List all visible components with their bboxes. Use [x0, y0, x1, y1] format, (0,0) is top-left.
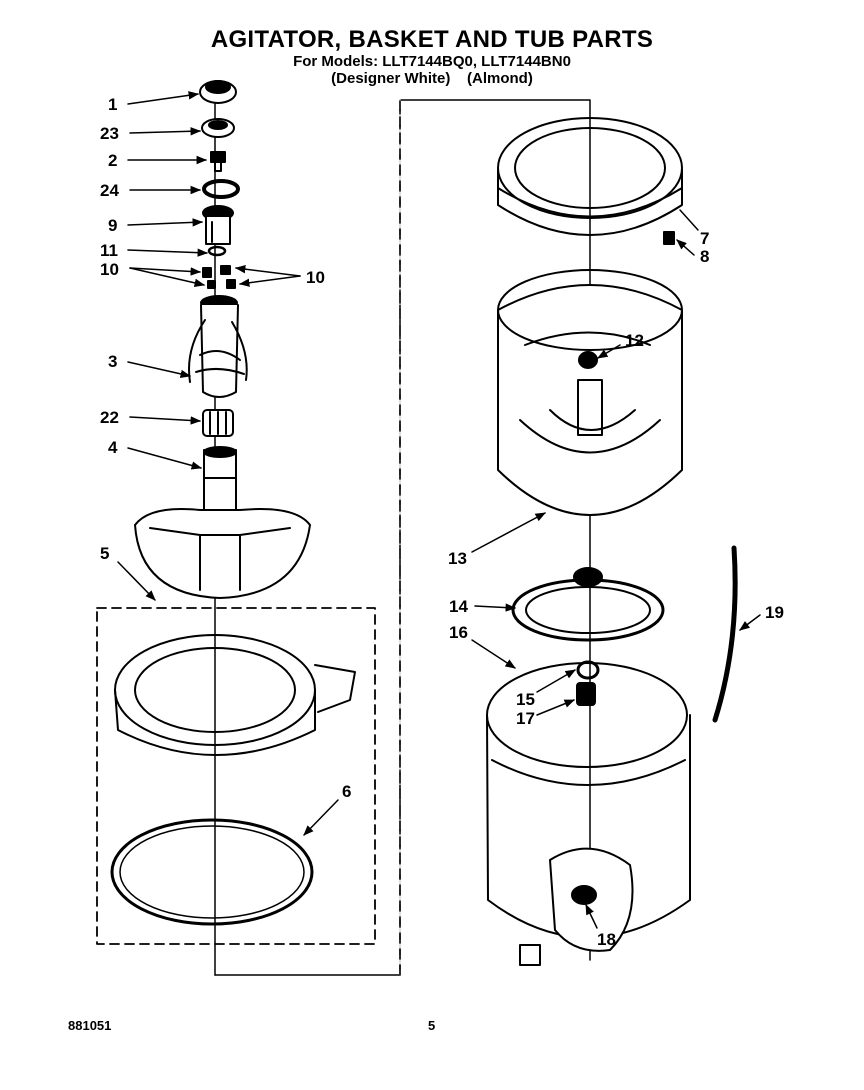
tub-seal-ring — [571, 885, 597, 905]
callout-17: 17 — [516, 709, 535, 728]
callout-24: 24 — [100, 181, 119, 200]
callout-13: 13 — [448, 549, 467, 568]
o-ring — [202, 179, 240, 199]
upper-agitator-barrel — [188, 295, 248, 398]
colors-line: (Designer White) (Almond) — [331, 70, 533, 87]
callout-23: 23 — [100, 124, 119, 143]
tub-bearing — [576, 682, 596, 706]
lower-agitator — [134, 446, 311, 599]
callout-7: 7 — [700, 229, 709, 248]
callout-8: 8 — [700, 247, 709, 266]
callout-6: 6 — [342, 782, 351, 801]
basket-drive-hub-nut — [578, 351, 598, 369]
callout-14: 14 — [449, 597, 468, 616]
callout-4: 4 — [108, 438, 118, 457]
tub-ring — [114, 634, 356, 756]
brake-disc — [511, 567, 665, 642]
snap-ring — [576, 660, 600, 680]
models-line: For Models: LLT7144BQ0, LLT7144BN0 — [293, 53, 571, 70]
one-way-clutch — [202, 409, 234, 437]
balance-ring — [497, 117, 683, 236]
page-title: AGITATOR, BASKET AND TUB PARTS — [210, 26, 654, 53]
callout-1: 1 — [108, 95, 117, 114]
callout-10-right: 10 — [306, 268, 325, 287]
callout-9: 9 — [108, 216, 117, 235]
retainer-ring — [207, 245, 227, 257]
callout-16: 16 — [449, 623, 468, 642]
page-number: 5 — [428, 1018, 436, 1033]
document-number: 881051 — [68, 1018, 112, 1033]
callout-3: 3 — [108, 352, 117, 371]
callout-11: 11 — [100, 241, 118, 260]
spin-basket — [497, 269, 683, 516]
tub-seal — [110, 818, 314, 926]
callout-19: 19 — [765, 603, 784, 622]
tub-seal-inner — [119, 825, 305, 919]
callout-numbers: 1 23 2 24 9 11 10 10 3 22 4 5 6 7 8 12 1… — [100, 95, 784, 949]
callout-18: 18 — [597, 930, 616, 949]
callout-2: 2 — [108, 151, 117, 170]
agitator-cap — [199, 80, 237, 104]
hose — [712, 545, 738, 723]
callout-22: 22 — [100, 408, 119, 427]
callout-15: 15 — [516, 690, 535, 709]
cam-assembly — [202, 205, 234, 245]
leader-lines — [117, 91, 761, 929]
callout-12: 12 — [625, 331, 644, 350]
dogs — [202, 265, 236, 289]
clip — [663, 231, 675, 245]
callout-5: 5 — [100, 544, 109, 563]
cap-seal — [201, 118, 235, 138]
callout-10-left: 10 — [100, 260, 119, 279]
bolt — [210, 151, 226, 172]
